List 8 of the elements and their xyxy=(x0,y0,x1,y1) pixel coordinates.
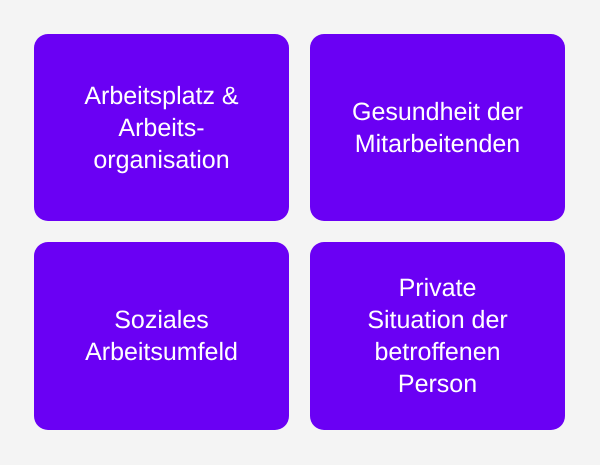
category-box xyxy=(310,242,565,430)
category-box xyxy=(310,34,565,221)
box-label: Arbeitsplatz & Arbeits- organisation xyxy=(83,80,240,176)
category-box xyxy=(34,242,289,430)
category-box xyxy=(34,34,289,221)
box-label: Gesundheit der Mitarbeitenden xyxy=(351,96,524,160)
box-label: Private Situation der betroffenen Person xyxy=(366,273,509,400)
box-label: Soziales Arbeitsumfeld xyxy=(84,305,239,368)
